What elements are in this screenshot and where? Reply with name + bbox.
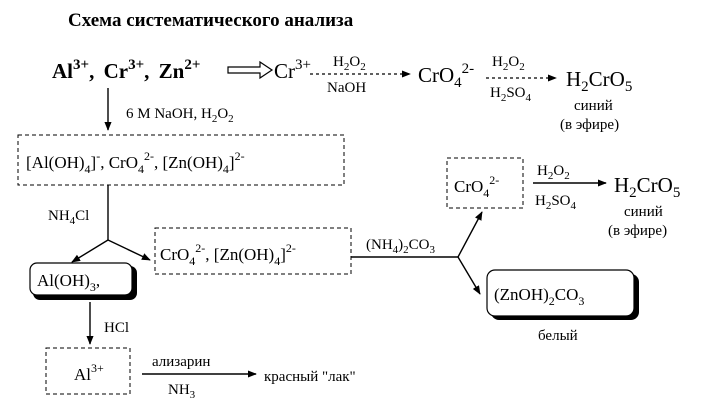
mixture-box-1: [17, 134, 345, 186]
color-note-blue-2: синий: [624, 204, 663, 220]
chromate-ion-2: CrO42-: [454, 173, 499, 200]
reagent-h2so4-2: H2SO4: [535, 193, 577, 212]
aluminium-ion: Al3+: [74, 361, 104, 384]
reagent-h2o2-2: H2O2: [492, 54, 525, 73]
reagent-h2so4-1: H2SO4: [490, 85, 532, 104]
zinc-hydroxycarbonate: (ZnOH)2CO3: [494, 285, 584, 308]
color-note-white: белый: [538, 328, 578, 344]
peroxide-product-2: H2CrO5: [614, 173, 680, 201]
reagent-alizarin: ализарин: [152, 354, 210, 370]
reagent-ammonium-carbonate: (NH4)2CO3: [366, 237, 436, 256]
zn-charge: 2+: [184, 57, 200, 73]
solvent-note-2: (в эфире): [608, 223, 667, 239]
solvent-note-1: (в эфире): [560, 117, 619, 133]
zinc-carbonate-box: [486, 269, 635, 317]
chromate-ion-1: CrO42-: [418, 61, 474, 91]
arrow-to-aloh3: [71, 239, 109, 263]
peroxide-product-1: H2CrO5: [566, 67, 632, 95]
reagent-hcl: HCl: [104, 320, 129, 336]
diagram-title: Схема систематического анализа: [68, 10, 354, 31]
arrow-to-box2: [107, 239, 151, 261]
reagent-naoh-1: NaOH: [327, 80, 366, 96]
zn-ion: Zn: [159, 59, 185, 83]
mixture-complexes: [Al(OH)4]-, CrO42-, [Zn(OH)4]2-: [26, 149, 245, 176]
arrow-to-zinc-carbonate: [457, 256, 481, 295]
aloh3-precipitate: Al(OH)3,: [37, 271, 100, 294]
reagent-naoh-h2o2: 6 M NaOH, H2O2: [126, 106, 234, 125]
al-charge: 3+: [73, 57, 89, 73]
arrow-to-chromate-box: [457, 211, 483, 258]
cr-charge: 3+: [128, 57, 144, 73]
red-lake-product: красный "лак": [264, 369, 356, 385]
chromate-box: [446, 157, 524, 209]
aluminium-ion-box: [45, 347, 131, 395]
aloh3-precipitate-box: [29, 262, 133, 296]
top-cations: Al3+, Cr3+, Zn2+: [52, 57, 200, 83]
reagent-h2o2-3: H2O2: [537, 163, 570, 182]
reagent-nh3: NH3: [168, 382, 196, 401]
chromate-zincate-mixture: CrO42-, [Zn(OH)4]2-: [160, 241, 296, 268]
reagent-nh4cl: NH4Cl: [48, 208, 89, 227]
reagent-h2o2-1: H2O2: [333, 54, 366, 73]
cr-ion-separated: Cr3+: [274, 57, 311, 83]
hollow-arrow-icon: [227, 60, 274, 80]
cr-ion: Cr: [104, 59, 129, 83]
color-note-blue-1: синий: [574, 98, 613, 114]
al-ion: Al: [52, 59, 73, 83]
mixture-box-2: [154, 227, 352, 275]
